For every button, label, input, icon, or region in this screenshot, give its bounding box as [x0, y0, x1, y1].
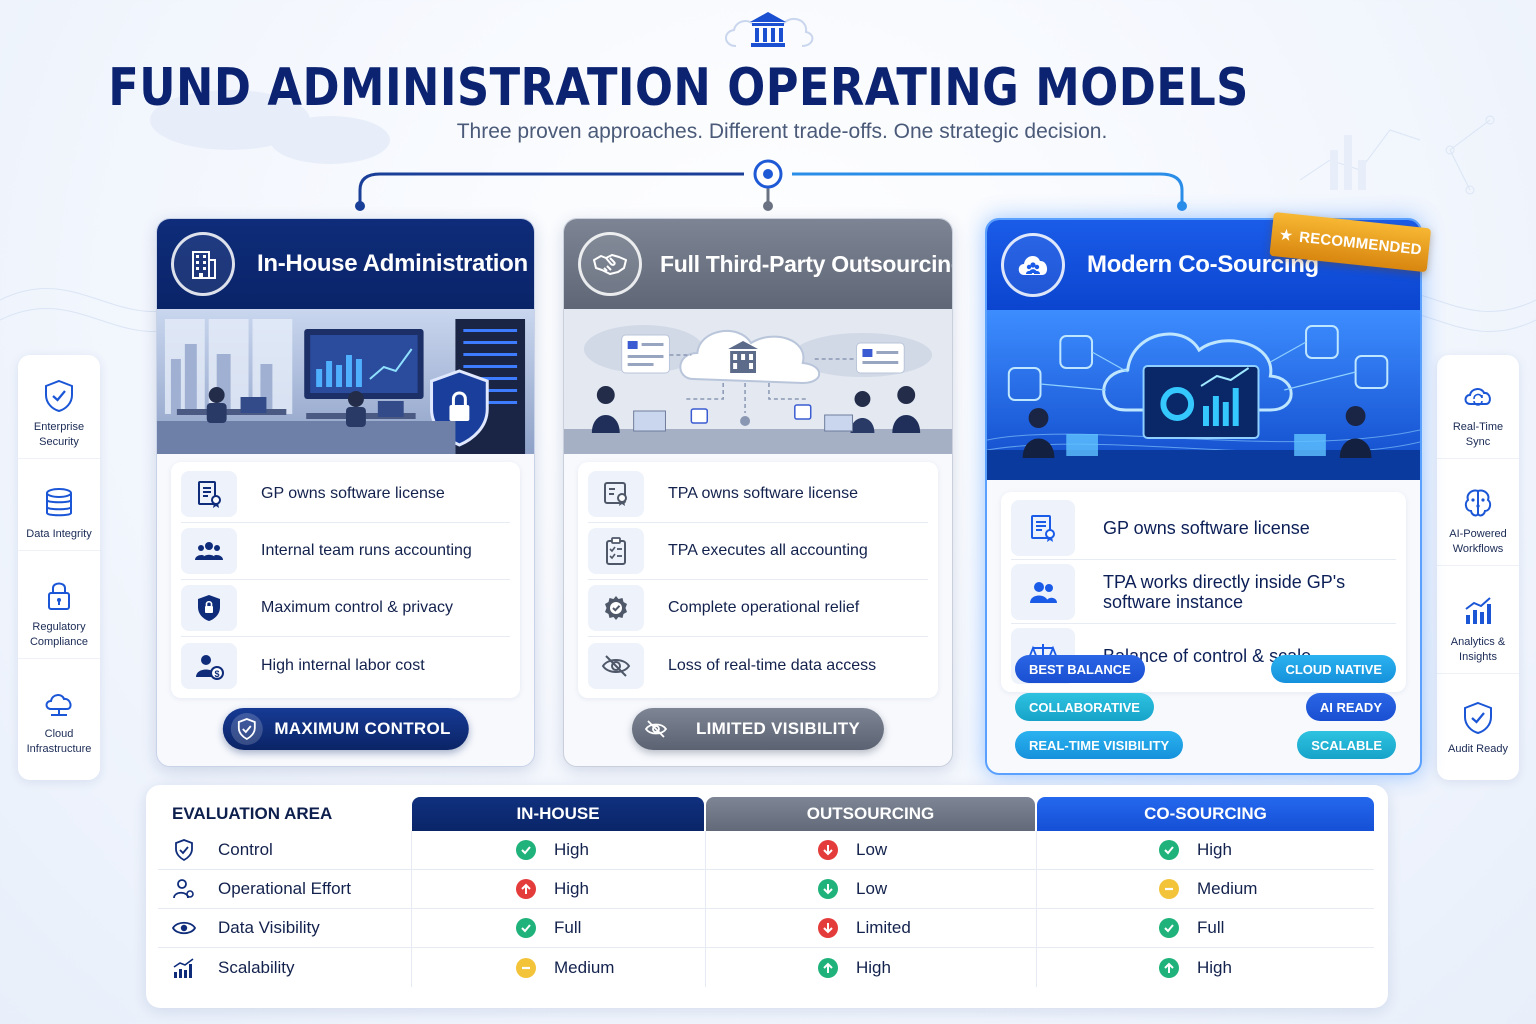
- eye-slash-icon: [601, 654, 631, 677]
- card-co-sourcing: Modern Co-Sourcing GP owns software lice…: [985, 218, 1422, 775]
- license-certificate-icon: [198, 481, 221, 508]
- handshake-icon: [593, 254, 627, 275]
- shield-check-icon: [45, 380, 73, 413]
- check-icon: [1159, 918, 1179, 938]
- arrow-down-icon: [818, 879, 838, 899]
- check-icon: [1159, 840, 1179, 860]
- table-header-evaluation-area: EVALUATION AREA: [158, 797, 410, 831]
- check-icon: [516, 918, 536, 938]
- card-header: In-House Administration: [157, 219, 534, 309]
- license-certificate-icon: [604, 482, 627, 506]
- connector-lines: [355, 159, 1187, 211]
- tag-real-time-visibility: REAL-TIME VISIBILITY: [1015, 731, 1184, 759]
- side-item-audit-ready: Audit Ready: [1437, 692, 1519, 765]
- side-item-ai-powered-workflows: AI-Powered Workflows: [1437, 477, 1519, 567]
- license-certificate-icon: [1031, 514, 1055, 542]
- dash-icon: [1159, 879, 1179, 899]
- co-sourcing-illustration: [987, 310, 1420, 480]
- side-item-cloud-infrastructure: Cloud Infrastructure: [18, 677, 100, 765]
- arrow-down-icon: [818, 840, 838, 860]
- person-gear-icon: [173, 879, 194, 899]
- cloud-network-icon: [45, 694, 72, 716]
- list-item: $ High internal labor cost: [181, 637, 510, 694]
- side-item-real-time-sync: Real-Time Sync: [1437, 370, 1519, 460]
- table-header-outsourcing: OUTSOURCING: [706, 797, 1035, 831]
- arrow-up-icon: [818, 957, 838, 978]
- list-item: GP owns software license: [1011, 496, 1396, 560]
- feature-list: GP owns software license Internal team r…: [171, 462, 520, 698]
- page-title: FUND ADMINISTRATION OPERATING MODELS: [108, 58, 1249, 118]
- shield-check-icon: [175, 839, 193, 862]
- cloud-sync-icon: [1464, 388, 1491, 406]
- bar-chart-icon: [1465, 596, 1491, 624]
- outsourcing-illustration: [564, 309, 952, 454]
- brain-icon: [1464, 489, 1492, 517]
- team-icon: [1030, 581, 1057, 603]
- tag-collaborative: COLLABORATIVE: [1015, 693, 1154, 721]
- list-item: Internal team runs accounting: [181, 523, 510, 580]
- side-panel-right: Real-Time Sync AI-Powered Workflows Anal…: [1437, 355, 1519, 780]
- eye-icon: [172, 921, 196, 935]
- side-item-regulatory-compliance: Regulatory Compliance: [18, 570, 100, 659]
- office-illustration: [157, 309, 534, 454]
- bar-chart-icon: [173, 957, 194, 978]
- badge-maximum-control: MAXIMUM CONTROL: [222, 708, 469, 750]
- comparison-table: EVALUATION AREA IN-HOUSE OUTSOURCING CO-…: [146, 785, 1388, 1008]
- table-row: Scalability Medium High High: [158, 948, 1374, 987]
- card-title: Full Third-Party Outsourcing: [660, 250, 953, 277]
- card-outsourcing: Full Third-Party Outsourcing TPA o: [563, 218, 953, 767]
- lock-icon: [48, 582, 70, 610]
- check-icon: [516, 840, 536, 860]
- table-header-in-house: IN-HOUSE: [412, 797, 704, 831]
- eye-slash-icon: [644, 720, 667, 738]
- clipboard-checklist-icon: [606, 537, 626, 565]
- card-header: Full Third-Party Outsourcing: [564, 219, 952, 309]
- side-item-enterprise-security: Enterprise Security: [18, 370, 100, 460]
- database-icon: [46, 488, 72, 517]
- dash-icon: [516, 957, 536, 978]
- tag-best-balance: BEST BALANCE: [1015, 655, 1145, 683]
- list-item: Maximum control & privacy: [181, 580, 510, 637]
- table-row: Control High Low High: [158, 831, 1374, 870]
- tag-scalable: SCALABLE: [1297, 731, 1396, 759]
- list-item: TPA owns software license: [588, 466, 928, 523]
- shield-check-icon: [237, 718, 256, 740]
- arrow-up-icon: [516, 879, 536, 899]
- table-row: Data Visibility Full Limited Full: [158, 909, 1374, 948]
- bank-cloud-logo-icon: [725, 12, 814, 47]
- list-item: GP owns software license: [181, 466, 510, 523]
- tag-ai-ready: AI READY: [1305, 693, 1396, 721]
- arrow-down-icon: [818, 918, 838, 938]
- list-item: Complete operational relief: [588, 580, 928, 637]
- list-item: TPA executes all accounting: [588, 523, 928, 580]
- side-item-data-integrity: Data Integrity: [18, 477, 100, 552]
- badge-limited-visibility: LIMITED VISIBILITY: [631, 708, 885, 750]
- table-body: Control High Low High Operational Effort…: [158, 831, 1374, 987]
- office-building-icon: [192, 251, 216, 279]
- team-icon: [195, 542, 223, 560]
- card-in-house: In-House Administration: [156, 218, 535, 767]
- feature-list: TPA owns software license TPA executes a…: [578, 462, 938, 698]
- side-item-analytics-insights: Analytics & Insights: [1437, 585, 1519, 674]
- person-dollar-icon: $: [196, 654, 224, 680]
- shield-check-icon: [1464, 701, 1492, 734]
- page-subtitle: Three proven approaches. Different trade…: [456, 120, 1108, 143]
- table-header-co-sourcing: CO-SOURCING: [1037, 797, 1374, 831]
- tag-cloud-native: CLOUD NATIVE: [1271, 655, 1396, 683]
- list-item: TPA works directly inside GP's software …: [1011, 560, 1396, 624]
- list-item: Loss of real-time data access: [588, 637, 928, 694]
- side-panel-left: Enterprise Security Data Integrity Regul…: [18, 355, 100, 780]
- svg-text:$: $: [214, 669, 219, 679]
- star-icon: ★: [1277, 226, 1295, 246]
- table-row: Operational Effort High Low Medium: [158, 870, 1374, 909]
- card-title: In-House Administration: [257, 250, 528, 277]
- shield-lock-icon: [198, 595, 220, 621]
- tag-group: BEST BALANCE CLOUD NATIVE COLLABORATIVE …: [1015, 655, 1396, 759]
- gear-check-icon: [605, 596, 627, 620]
- cloud-team-icon: [1018, 255, 1048, 275]
- arrow-up-icon: [1159, 957, 1179, 978]
